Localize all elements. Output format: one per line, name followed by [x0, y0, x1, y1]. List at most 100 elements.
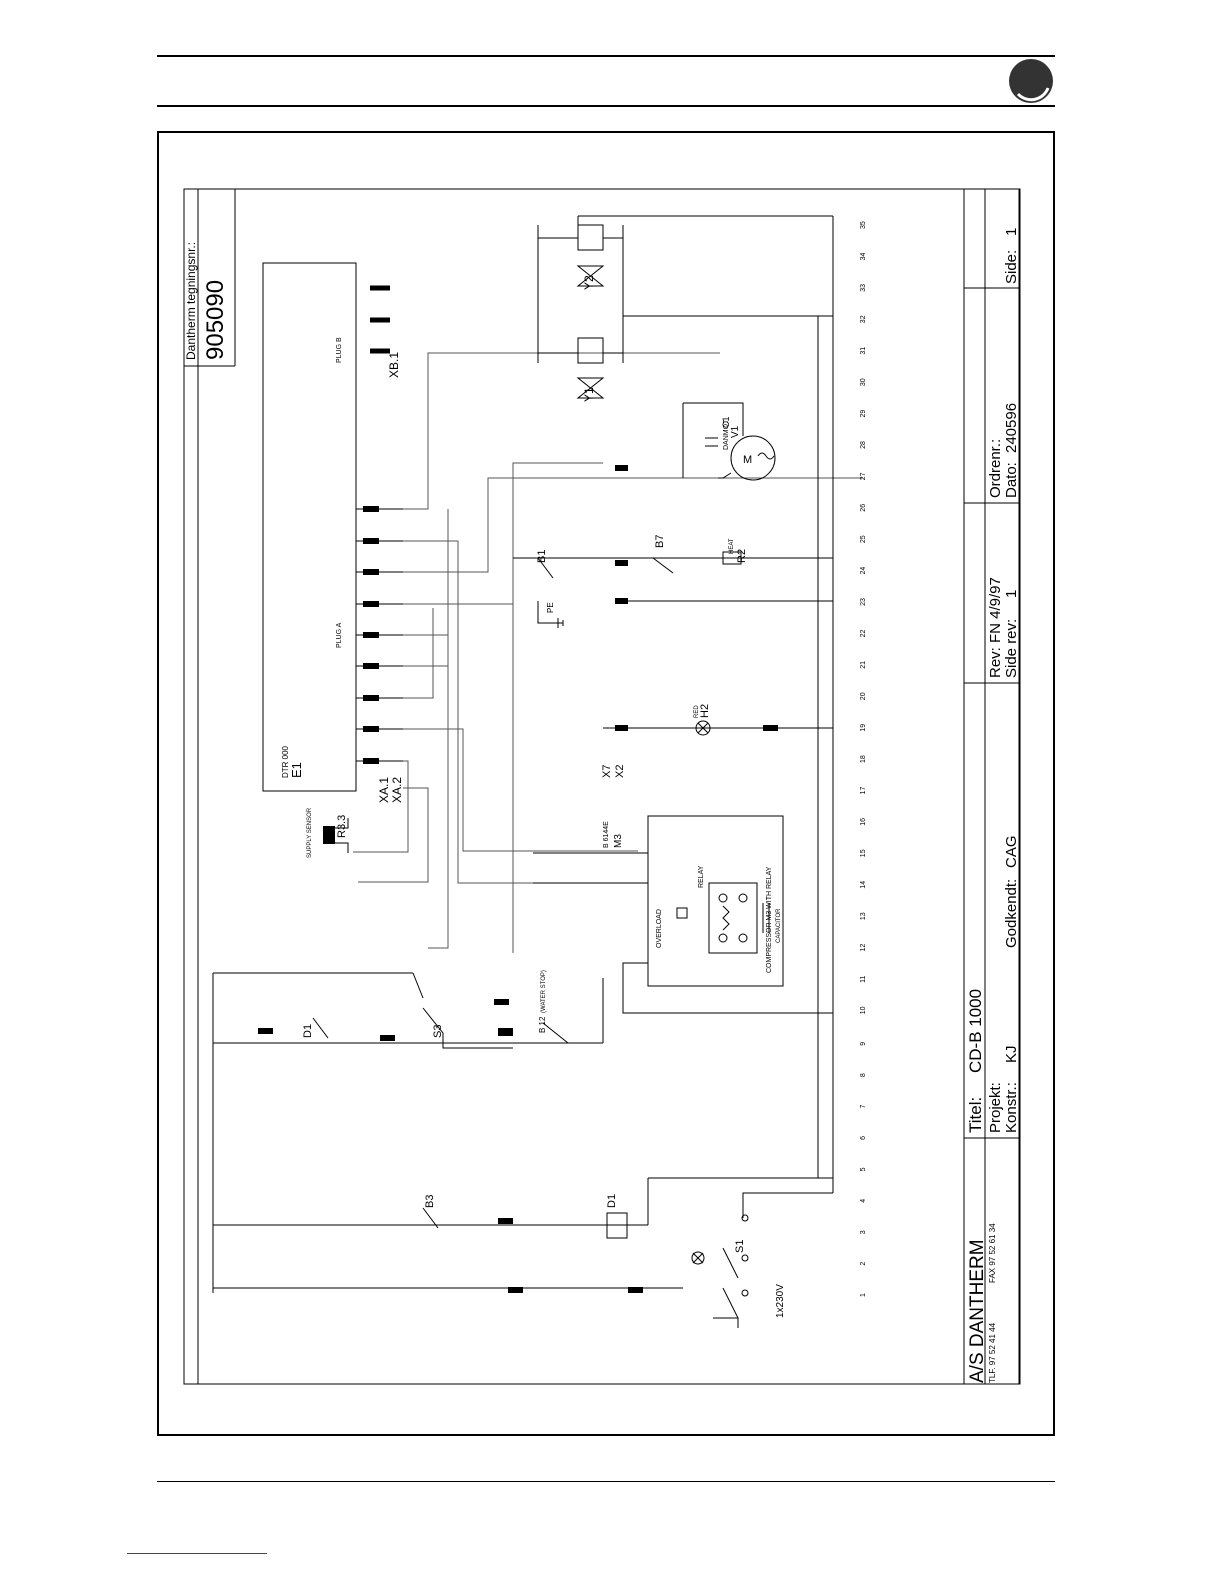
svg-text:B7: B7 — [654, 535, 666, 548]
solenoid-valves: Y1 Y2 — [537, 215, 833, 402]
column-number: 3 — [860, 1230, 867, 1234]
revision: FN 4/9/97 — [987, 577, 1004, 643]
column-number: 8 — [860, 1073, 867, 1077]
footer-link-underline — [127, 1553, 267, 1554]
svg-text:S3: S3 — [432, 1025, 444, 1038]
svg-text:DANMOT: DANMOT — [723, 419, 730, 450]
column-number: 12 — [860, 944, 867, 952]
svg-text:C1: C1 — [721, 416, 731, 428]
header-rule-bottom — [157, 105, 1055, 107]
svg-text:CAPACITOR: CAPACITOR — [776, 908, 782, 943]
xa1-label: XA.1 — [377, 777, 391, 803]
wiring-schematic: A/S DANTHERM TLF. 97 52 41 44 FAX 97 52 … — [183, 188, 1021, 1385]
svg-text:COMPRESSOR M3 WITH RELAY: COMPRESSOR M3 WITH RELAY — [766, 866, 773, 973]
x2-connectors-right: X7 X2 — [258, 465, 778, 1293]
title-block: A/S DANTHERM TLF. 97 52 41 44 FAX 97 52 … — [963, 189, 1020, 1384]
date: 240596 — [1003, 403, 1020, 453]
svg-text:PLUG B: PLUG B — [336, 337, 343, 363]
column-number: 33 — [860, 284, 867, 292]
column-number: 5 — [860, 1167, 867, 1171]
column-number: 25 — [860, 535, 867, 543]
valve-y2-label: Y2 — [582, 275, 596, 290]
column-numbers: 1234567891011121314151617181920212223242… — [860, 221, 867, 1297]
column-number: 23 — [860, 598, 867, 606]
svg-text:B 6144E: B 6144E — [603, 821, 610, 848]
fan-v1: M V1 DANMOT C1 — [682, 402, 776, 481]
svg-text:D1: D1 — [606, 1194, 618, 1208]
column-number: 21 — [860, 661, 867, 669]
column-number: 26 — [860, 504, 867, 512]
footer-rule — [157, 1481, 1055, 1482]
title-label: Titel: — [966, 1097, 985, 1133]
valve-y1-label: Y1 — [582, 387, 596, 402]
svg-text:B 12: B 12 — [538, 1016, 547, 1033]
column-number: 18 — [860, 755, 867, 763]
svg-text:SUPPLY SENSOR: SUPPLY SENSOR — [307, 807, 313, 858]
svg-text:D1: D1 — [302, 1024, 314, 1038]
column-number: 34 — [860, 253, 867, 261]
svg-text:RED: RED — [694, 705, 700, 718]
company-name: A/S DANTHERM — [967, 1239, 988, 1383]
safety-switch-chain: S3 B 12 (WATER STOP) D1 — [212, 970, 604, 1293]
approved: CAG — [1003, 835, 1020, 868]
page-rev-label: Side rev: — [1003, 619, 1020, 678]
column-number: 14 — [860, 881, 867, 889]
compressor-m3: B 6144E M3 COMPRESSOR M3 WITH RELAY OVER… — [533, 815, 833, 1014]
constructor-label: Konstr.: — [1003, 1082, 1020, 1133]
svg-text:PE: PE — [546, 602, 555, 613]
column-number: 27 — [860, 472, 867, 480]
svg-text:OVERLOAD: OVERLOAD — [656, 909, 663, 948]
controller-e1: DTR 000 E1 PLUG A PLUG B — [262, 262, 357, 792]
column-number: 19 — [860, 724, 867, 732]
column-number: 11 — [860, 976, 867, 983]
schematic-border — [183, 188, 1021, 1385]
column-number: 4 — [860, 1199, 867, 1203]
xb1-label: XB.1 — [387, 352, 401, 378]
column-number: 32 — [860, 315, 867, 323]
svg-text:DTR 000: DTR 000 — [281, 745, 290, 778]
column-number: 10 — [860, 1006, 867, 1014]
pe-connection: PE — [537, 600, 833, 628]
column-number: 24 — [860, 567, 867, 575]
control-wiring — [353, 352, 863, 953]
svg-text:B1: B1 — [536, 550, 548, 563]
company-fax: FAX 97 52 61 34 — [988, 1223, 997, 1283]
column-number: 35 — [860, 221, 867, 229]
plug-b-connectors: XB.1 — [370, 285, 401, 378]
svg-text:(WATER STOP): (WATER STOP) — [541, 970, 547, 1013]
page-label: Side: — [1003, 250, 1020, 284]
page-number: 1 — [1003, 228, 1020, 236]
drawing-number: 905090 — [202, 280, 229, 360]
order-label: Ordrenr.: — [987, 439, 1004, 498]
drawing-number-box: Dantherm tegningsnr.: 905090 — [184, 189, 236, 367]
approved-label: Godkendt: — [1003, 879, 1020, 948]
column-number: 1 — [860, 1293, 867, 1297]
header-rule-top — [157, 55, 1055, 57]
column-number: 6 — [860, 1136, 867, 1140]
svg-text:R3.3: R3.3 — [336, 815, 348, 838]
svg-text:V1: V1 — [730, 425, 741, 438]
column-number: 28 — [860, 441, 867, 449]
danfoss-logo-icon — [1009, 59, 1053, 103]
svg-text:1x230V: 1x230V — [775, 1284, 786, 1318]
column-number: 13 — [860, 912, 867, 920]
svg-text:RELAY: RELAY — [698, 865, 705, 888]
supply-sensor: SUPPLY SENSOR R3.3 — [307, 807, 349, 858]
svg-text:R2: R2 — [736, 549, 748, 563]
plug-a-connectors: XA.1 XA.2 — [356, 506, 404, 803]
page-rev: 1 — [1003, 590, 1020, 598]
column-number: 30 — [860, 378, 867, 386]
svg-text:PLUG A: PLUG A — [336, 622, 343, 648]
svg-text:S1: S1 — [734, 1240, 746, 1253]
column-number: 9 — [860, 1042, 867, 1046]
column-number: 20 — [860, 692, 867, 700]
project-label: Projekt: — [987, 1082, 1004, 1133]
column-number: 7 — [860, 1105, 867, 1109]
column-number: 2 — [860, 1262, 867, 1266]
svg-text:M3: M3 — [613, 834, 624, 848]
column-number: 22 — [860, 630, 867, 638]
svg-text:X7: X7 — [601, 765, 613, 778]
lamp-h2: H2 RED — [603, 704, 833, 736]
company-phone: TLF. 97 52 41 44 — [988, 1322, 997, 1383]
heater-branch: B1 B7 R2 HEAT — [513, 535, 833, 579]
